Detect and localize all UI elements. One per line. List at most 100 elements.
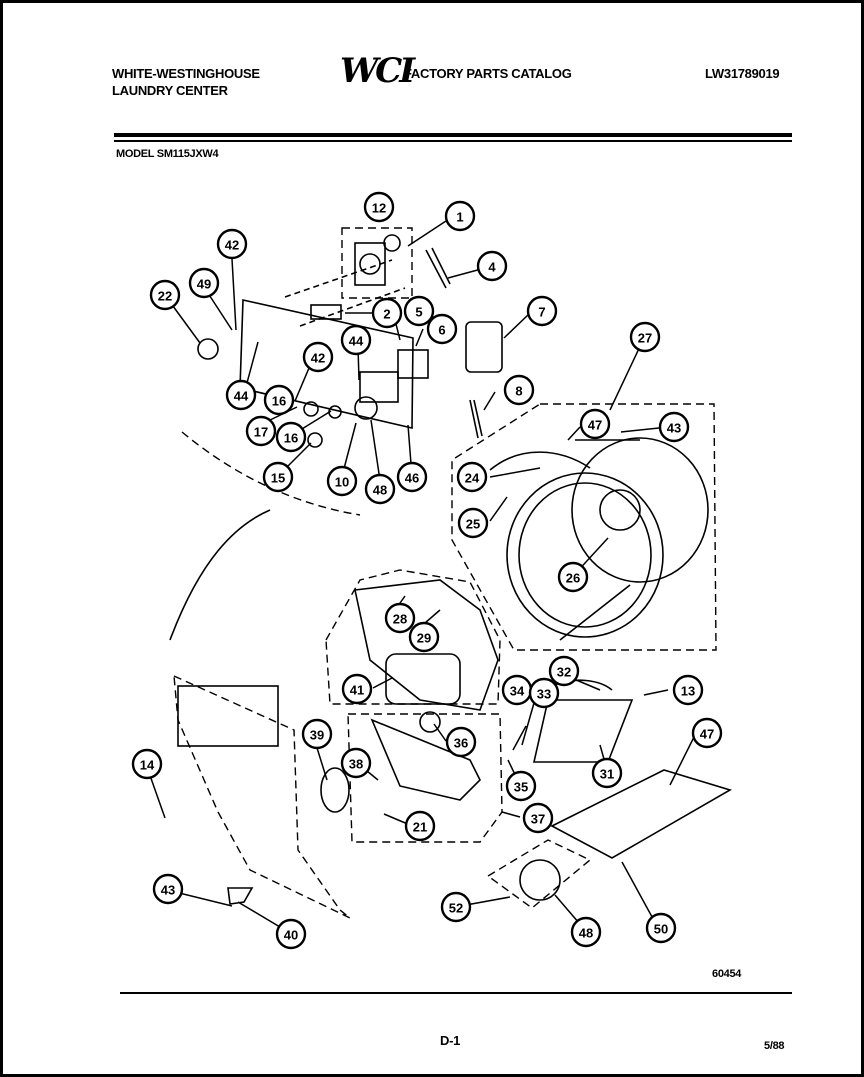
callout-49: 49 — [188, 267, 220, 299]
callout-label: 4 — [488, 260, 496, 275]
drum-sides — [559, 439, 640, 641]
callout-label: 12 — [372, 201, 386, 216]
callout-8: 8 — [503, 374, 535, 406]
callout-label: 42 — [225, 238, 239, 253]
callout-label: 33 — [537, 687, 551, 702]
callout-label: 34 — [510, 684, 525, 699]
callout-label: 35 — [514, 780, 528, 795]
callout-36: 36 — [445, 726, 477, 758]
drum-outline — [451, 403, 717, 651]
callout-label: 15 — [271, 471, 285, 486]
control-panel-assembly — [197, 227, 503, 448]
callout-12: 12 — [363, 191, 395, 223]
callout-41: 41 — [341, 673, 373, 705]
duct-collar-outline — [486, 839, 592, 909]
callout-16-lower: 16 — [275, 421, 307, 453]
callout-44: 44 — [340, 324, 372, 356]
drum-belt-part — [489, 451, 591, 471]
callout-label: 13 — [681, 684, 695, 699]
callout-48: 48 — [364, 473, 396, 505]
drum-front-part — [571, 437, 709, 583]
bulkhead-outline — [325, 569, 501, 705]
callout-2: 2 — [371, 297, 403, 329]
callout-label: 48 — [373, 483, 387, 498]
drum-inner-part — [518, 482, 652, 628]
callout-38: 38 — [340, 747, 372, 779]
callout-4: 4 — [476, 250, 508, 282]
callout-15: 15 — [262, 461, 294, 493]
callout-label: 16 — [284, 431, 298, 446]
callout-48-duct: 48 — [570, 916, 602, 948]
callout-label: 25 — [466, 517, 480, 532]
indicator-part — [307, 432, 323, 448]
callout-43: 43 — [658, 411, 690, 443]
callout-label: 27 — [638, 331, 652, 346]
callout-52: 52 — [440, 891, 472, 923]
header-rule-thin — [114, 140, 792, 142]
callout-label: 29 — [417, 631, 431, 646]
wire-harness-part — [425, 247, 451, 289]
callout-13: 13 — [672, 674, 704, 706]
bulkhead-assembly — [325, 569, 501, 711]
timer-bracket-outline — [341, 227, 413, 299]
callout-17: 17 — [245, 415, 277, 447]
callout-32: 32 — [548, 655, 580, 687]
hinge-part — [227, 887, 254, 905]
callout-label: 7 — [538, 305, 545, 320]
motor-switch-part — [465, 321, 503, 373]
callout-1: 1 — [444, 200, 476, 232]
callout-label: 47 — [588, 418, 602, 433]
callout-26: 26 — [557, 561, 589, 593]
lint-trap-outline — [347, 713, 503, 843]
callout-14: 14 — [131, 748, 163, 780]
callout-25: 25 — [457, 507, 489, 539]
callout-29: 29 — [408, 621, 440, 653]
buzzer-part — [397, 349, 429, 379]
callout-label: 21 — [413, 820, 427, 835]
callout-label: 2 — [383, 307, 390, 322]
catalog-title: FACTORY PARTS CATALOG — [404, 66, 572, 81]
front-panel-outline — [173, 674, 351, 919]
callout-44-left: 44 — [225, 379, 257, 411]
callout-label: 22 — [158, 289, 172, 304]
revision-date: 5/88 — [764, 1040, 785, 1052]
wire-lead-part — [469, 399, 483, 439]
callout-label: 43 — [161, 883, 175, 898]
callout-label: 32 — [557, 665, 571, 680]
brand-line-2: LAUNDRY CENTER — [112, 83, 228, 98]
callout-label: 24 — [465, 471, 480, 486]
callout-label: 36 — [454, 736, 468, 751]
callout-label: 26 — [566, 571, 580, 586]
callout-label: 44 — [349, 334, 364, 349]
model-number: MODEL SM115JXW4 — [116, 148, 219, 160]
duct-collar-part — [519, 859, 561, 901]
callout-label: 49 — [197, 277, 211, 292]
callout-label: 52 — [449, 901, 463, 916]
callout-28: 28 — [384, 602, 416, 634]
callout-label: 42 — [311, 351, 325, 366]
front-panel-part — [177, 685, 279, 747]
callout-33: 33 — [528, 677, 560, 709]
callout-10: 10 — [326, 465, 358, 497]
baffle-part — [599, 489, 641, 531]
callout-label: 40 — [284, 928, 298, 943]
callout-label: 43 — [667, 421, 681, 436]
bracket-part — [532, 699, 634, 763]
callout-46: 46 — [396, 461, 428, 493]
callout-label: 10 — [335, 475, 349, 490]
callout-16: 16 — [263, 384, 295, 416]
cabinet-edge — [169, 509, 271, 641]
callout-label: 37 — [531, 812, 545, 827]
callout-47: 47 — [579, 408, 611, 440]
timer-bushing-part — [383, 234, 401, 252]
callout-label: 41 — [350, 683, 364, 698]
callout-label: 44 — [234, 389, 249, 404]
callout-40: 40 — [275, 918, 307, 950]
callout-label: 17 — [254, 425, 268, 440]
brand-line-1: WHITE-WESTINGHOUSE — [112, 66, 260, 81]
timer-knob-part — [354, 242, 386, 286]
footer-rule — [120, 992, 792, 994]
lint-door-part — [320, 767, 350, 813]
switch-knob-part — [354, 396, 378, 420]
